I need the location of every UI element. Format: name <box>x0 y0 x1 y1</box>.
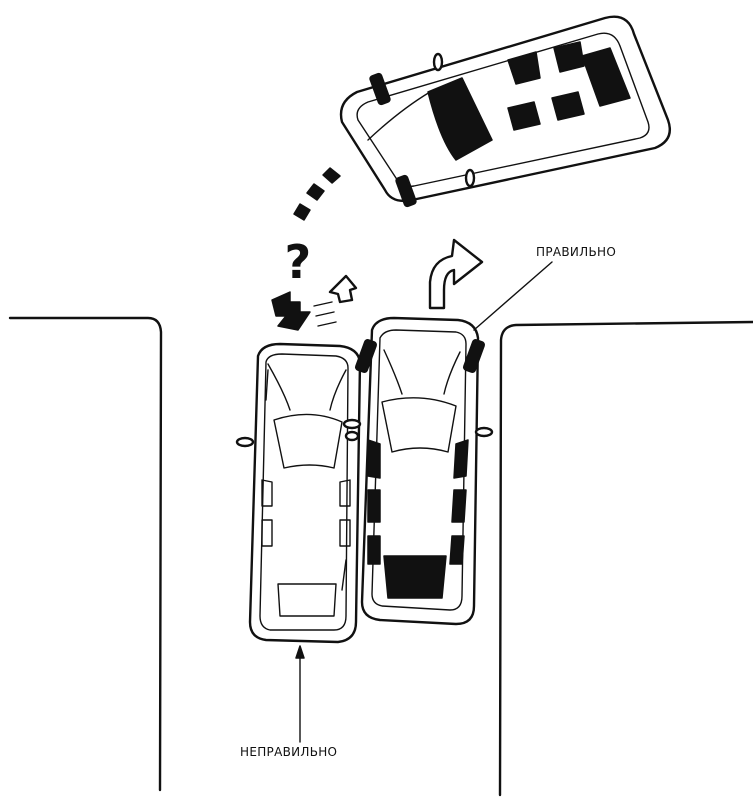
curb-left <box>10 318 161 790</box>
wrong-exit-arrow-icon <box>314 276 356 326</box>
question-mark: ? <box>285 235 312 289</box>
correct-label: ПРАВИЛЬНО <box>536 245 616 259</box>
entry-arrow-icon <box>272 292 310 330</box>
approaching-car <box>341 17 670 207</box>
correct-exit-arrow-icon <box>430 240 482 308</box>
incorrect-leader-line <box>296 646 304 742</box>
correct-leader-line <box>474 262 552 330</box>
incorrect-label: НЕПРАВИЛЬНО <box>240 745 337 759</box>
curb-right <box>500 322 753 795</box>
incorrect-car <box>237 344 360 642</box>
correct-car <box>346 318 492 624</box>
trajectory-dashes <box>294 168 340 220</box>
